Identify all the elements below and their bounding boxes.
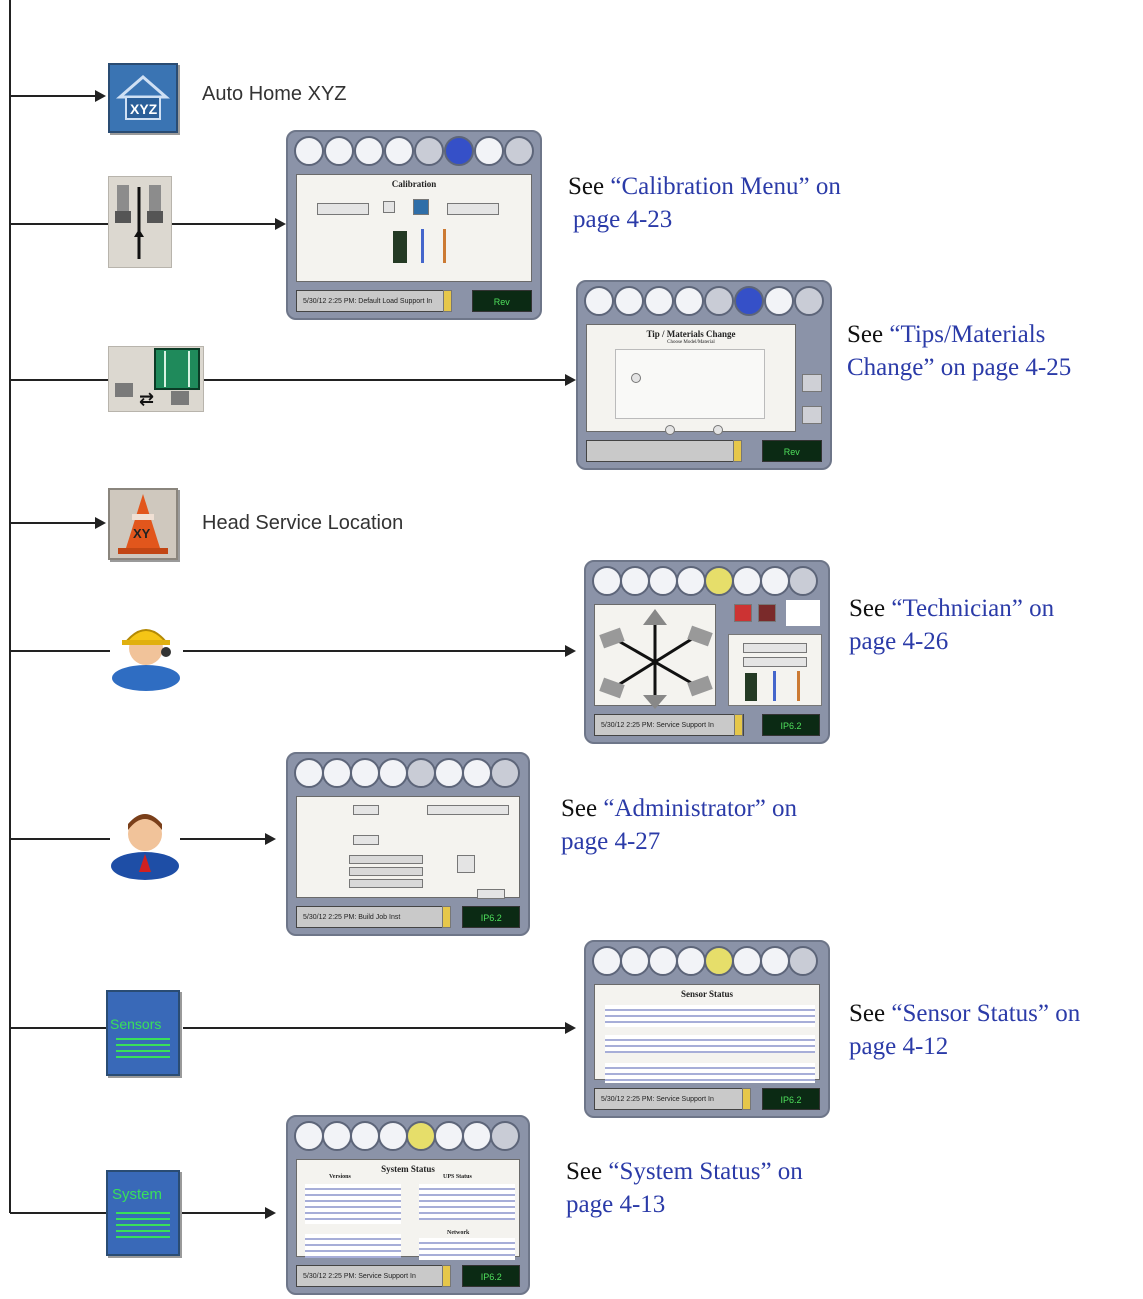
xyz-home-icon[interactable]: XYZ (108, 63, 178, 133)
connector-technician-right (183, 650, 567, 652)
system-go-button[interactable]: IP6.2 (462, 1265, 520, 1287)
system-panel: System Status Versions UPS Status Networ… (296, 1159, 520, 1260)
arrow-calibration (275, 218, 286, 230)
arrow-auto-home (95, 90, 106, 102)
link-technician[interactable]: “Technician” on (891, 595, 1055, 622)
calibration-status: 5/30/12 2:25 PM: Default Load Support In (296, 290, 453, 312)
technician-jog-panel (594, 604, 716, 709)
connector-sensors-left (10, 1027, 108, 1029)
sensor-status-bar: 5/30/12 2:25 PM: Service Support In (594, 1088, 745, 1110)
arrow-technician (565, 645, 576, 657)
svg-text:⇄: ⇄ (139, 389, 154, 410)
head-service-label: Head Service Location (202, 512, 404, 534)
tips-side-button-2[interactable] (802, 406, 822, 424)
see-tips: See “Tips/Materials Change” on page 4-25 (847, 321, 1072, 381)
technician-screen: 5/30/12 2:25 PM: Service Support In IP6.… (584, 560, 830, 744)
connector-head-service (10, 522, 97, 524)
system-toolbar (294, 1121, 522, 1155)
tips-materials-icon[interactable]: ⇄ (108, 346, 204, 412)
calibration-screen: Calibration 5/30/12 2:25 PM: Default Loa… (286, 130, 542, 320)
arrow-system (265, 1207, 276, 1219)
system-icon[interactable]: System (106, 1170, 180, 1256)
main-connector-line (9, 0, 11, 1213)
administrator-go-button[interactable]: IP6.2 (462, 906, 520, 928)
sensors-icon-text: Sensors (110, 1016, 162, 1032)
sensors-icon[interactable]: Sensors (106, 990, 180, 1076)
link-sensor-status-page[interactable]: page 4-12 (849, 1033, 949, 1060)
link-system-status-page[interactable]: page 4-13 (566, 1191, 666, 1218)
tips-panel: Tip / Materials Change Choose Model/Mate… (586, 324, 796, 435)
sensor-toolbar (592, 946, 822, 980)
see-administrator: See “Administrator” on page 4-27 (561, 795, 798, 855)
calibration-title: Calibration (391, 179, 437, 189)
tips-title: Tip / Materials Change (646, 329, 736, 339)
technician-icon[interactable] (106, 612, 186, 692)
connector-technician-left (10, 650, 110, 652)
system-network-heading: Network (447, 1230, 470, 1236)
sensor-status-screen: Sensor Status 5/30/12 2:25 PM: Service S… (584, 940, 830, 1118)
connector-tips-left (10, 379, 110, 381)
connector-admin-left (10, 838, 110, 840)
link-tips-page[interactable]: Change” on page 4-25 (847, 354, 1072, 381)
connector-system-left (10, 1212, 108, 1214)
calibration-go-button[interactable]: Rev (471, 290, 532, 312)
link-calibration-page[interactable]: page 4-23 (573, 206, 673, 233)
system-versions-heading: Versions (329, 1174, 351, 1180)
link-calibration-menu[interactable]: “Calibration Menu” on (610, 173, 841, 200)
head-service-icon-text: XY (133, 526, 151, 541)
arrow-tips (565, 374, 576, 386)
see-sensor-status: See “Sensor Status” on page 4-12 (849, 1000, 1081, 1060)
sensor-go-button[interactable]: IP6.2 (761, 1088, 820, 1110)
head-service-icon[interactable]: XY (108, 488, 178, 560)
link-administrator[interactable]: “Administrator” on (603, 795, 798, 822)
connector-tips-right (202, 379, 567, 381)
link-tips-materials[interactable]: “Tips/Materials (889, 321, 1046, 348)
administrator-toolbar (294, 758, 522, 792)
connector-admin-right (180, 838, 266, 840)
link-system-status[interactable]: “System Status” on (608, 1158, 803, 1185)
calibration-icon[interactable] (108, 176, 172, 268)
technician-go-button[interactable]: IP6.2 (761, 714, 820, 736)
system-icon-text: System (112, 1186, 163, 1203)
tips-go-button[interactable]: Rev (761, 440, 822, 462)
calibration-panel: Calibration (296, 174, 532, 282)
administrator-icon[interactable] (106, 800, 184, 880)
arrow-head-service (95, 517, 106, 529)
see-technician: See “Technician” on page 4-26 (849, 595, 1055, 655)
link-sensor-status[interactable]: “Sensor Status” on (891, 1000, 1081, 1027)
connector-sensors-right (183, 1027, 567, 1029)
see-system-status: See “System Status” on page 4-13 (566, 1158, 803, 1218)
tips-status (586, 440, 743, 462)
system-status-screen: System Status Versions UPS Status Networ… (286, 1115, 530, 1295)
tips-side-button-1[interactable] (802, 374, 822, 392)
administrator-panel (296, 796, 520, 899)
xyz-icon-text: XYZ (130, 101, 158, 117)
system-ups-heading: UPS Status (443, 1174, 472, 1180)
system-status-title: System Status (381, 1164, 435, 1174)
administrator-screen: 5/30/12 2:25 PM: Build Job Inst IP6.2 (286, 752, 530, 936)
connector-auto-home (10, 95, 97, 97)
tips-screen: Tip / Materials Change Choose Model/Mate… (576, 280, 832, 470)
connector-system-right (180, 1212, 266, 1214)
technician-toolbar (592, 566, 822, 600)
system-status-bar: 5/30/12 2:25 PM: Service Support In (296, 1265, 445, 1287)
sensor-panel: Sensor Status (594, 984, 820, 1083)
sensor-status-title: Sensor Status (680, 989, 734, 999)
arrow-sensors (565, 1022, 576, 1034)
see-calibration: See “Calibration Menu” on page 4-23 (568, 173, 841, 233)
arrow-admin (265, 833, 276, 845)
administrator-status: 5/30/12 2:25 PM: Build Job Inst (296, 906, 445, 928)
auto-home-label: Auto Home XYZ (202, 83, 347, 105)
tips-toolbar (584, 286, 824, 320)
link-administrator-page[interactable]: page 4-27 (561, 828, 661, 855)
calibration-toolbar (294, 136, 534, 170)
technician-status: 5/30/12 2:25 PM: Service Support In (594, 714, 745, 736)
technician-tool-panel (728, 634, 822, 706)
tips-subtitle: Choose Model/Material (667, 340, 715, 345)
link-technician-page[interactable]: page 4-26 (849, 628, 949, 655)
